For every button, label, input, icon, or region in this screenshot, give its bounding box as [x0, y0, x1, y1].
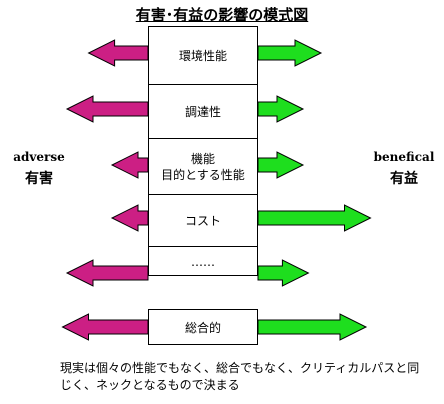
adverse-arrow-0 [87, 39, 149, 67]
overall-box: 総合的 [148, 309, 258, 345]
attribute-cell-1: 調達性 [149, 85, 257, 139]
adverse-arrow-4 [65, 259, 149, 287]
benefit-label-ja: 有益 [390, 171, 418, 187]
diagram-title: 有害･有益の影響の模式図 [135, 6, 309, 24]
attribute-cell-2: 機能 目的とする性能 [149, 139, 257, 195]
attribute-cell-0: 環境性能 [149, 27, 257, 85]
adverse-label-en: adverse [13, 150, 65, 164]
attribute-column: 環境性能 調達性 機能 目的とする性能 コスト …… [148, 26, 258, 276]
benefit-arrow-4 [257, 259, 310, 287]
caption: 現実は個々の性能でもなく、総合でもなく、クリティカルパスと同じく、ネックとなるも… [60, 361, 420, 392]
attribute-cell-4: …… [191, 255, 215, 269]
benefit-label-en: benefical [373, 150, 435, 164]
benefit-arrow-0 [257, 39, 323, 67]
adverse-arrow-1 [65, 95, 149, 123]
benefit-arrow-3 [257, 204, 372, 232]
adverse-arrow-3 [110, 204, 149, 232]
benefit-arrow-2 [257, 151, 305, 179]
attribute-cell-3: コスト [149, 195, 257, 247]
benefit-arrow-1 [257, 95, 305, 123]
benefit-arrow-5 [257, 313, 368, 341]
adverse-label-ja: 有害 [25, 171, 53, 187]
adverse-arrow-5 [61, 313, 149, 341]
adverse-arrow-2 [110, 151, 149, 179]
